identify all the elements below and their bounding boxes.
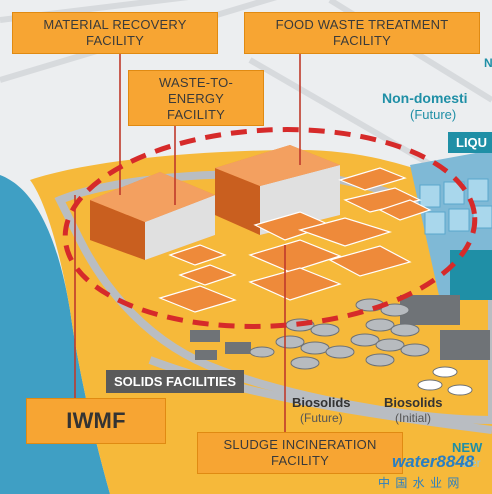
callout-food-waste-line1: FOOD WASTE TREATMENT: [275, 17, 449, 32]
callout-waste-to-energy: WASTE-TO- ENERGY FACILITY: [128, 70, 264, 126]
callout-sludge-line2: FACILITY: [271, 453, 329, 468]
callout-material-recovery: MATERIAL RECOVERY FACILITY: [12, 12, 218, 54]
label-new: NEW: [452, 440, 483, 455]
teal-block: [450, 250, 492, 300]
leader-lines: [74, 50, 301, 432]
iwmf-boundary-ring: [62, 127, 478, 329]
callout-iwmf: IWMF: [26, 398, 166, 444]
callout-sludge-incineration: SLUDGE INCINERATION FACILITY: [197, 432, 403, 474]
material-recovery-building: [90, 172, 215, 260]
callout-wte-line3: FACILITY: [167, 107, 225, 122]
callout-wte-line1: WASTE-TO-: [158, 75, 234, 90]
watermark-brand: water8848: [392, 452, 475, 471]
label-liquid: LIQU: [448, 132, 492, 153]
label-n-fragment: N: [484, 56, 492, 70]
small-orange-buildings: [158, 167, 432, 313]
label-ater-fragment: ater: [460, 456, 481, 470]
label-solids-facilities: SOLIDS FACILITIES: [106, 370, 245, 393]
watermark-cn: 中 国 水 业 网: [378, 476, 461, 490]
treatment-tanks: [419, 178, 492, 235]
callout-food-waste-line2: FACILITY: [333, 33, 391, 48]
callout-food-waste: FOOD WASTE TREATMENT FACILITY: [244, 12, 480, 54]
label-non-domestic: Non-domesti: [382, 90, 468, 106]
callout-material-recovery-line2: FACILITY: [86, 33, 144, 48]
label-biosolids-future-note: (Future): [300, 411, 343, 425]
label-biosolids-initial-note: (Initial): [395, 411, 432, 425]
biosolids-silos: [249, 298, 473, 396]
callout-wte-line2: ENERGY: [167, 91, 225, 106]
callout-material-recovery-line1: MATERIAL RECOVERY: [43, 17, 187, 32]
label-biosolids-future: Biosolids: [292, 395, 351, 410]
grey-buildings: [190, 295, 490, 360]
callout-sludge-line1: SLUDGE INCINERATION: [223, 437, 377, 452]
label-biosolids-initial: Biosolids: [384, 395, 443, 410]
label-non-domestic-future: (Future): [410, 107, 457, 122]
